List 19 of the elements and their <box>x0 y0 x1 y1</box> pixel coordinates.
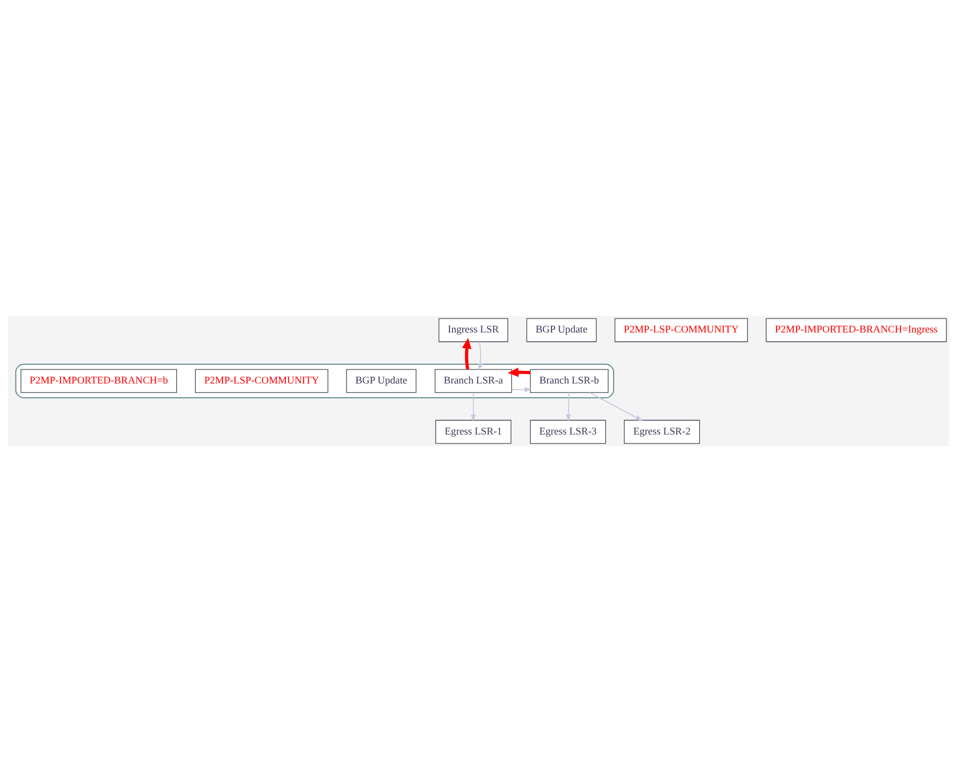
node-box: P2MP-LSP-COMMUNITY <box>195 368 328 392</box>
node-box: Ingress LSR <box>438 318 508 342</box>
arrow <box>511 386 532 392</box>
arrow <box>589 392 643 420</box>
node-box: P2MP-LSP-COMMUNITY <box>614 318 748 342</box>
node-box: Egress LSR-3 <box>530 419 606 444</box>
arrow <box>566 392 571 422</box>
node-box: Branch LSR-b <box>530 368 608 392</box>
node-box: P2MP-IMPORTED-BRANCH=Ingress <box>766 318 947 342</box>
node-box: Egress LSR-1 <box>435 419 512 444</box>
node-box: BGP Update <box>346 368 416 392</box>
arrow <box>462 337 472 370</box>
arrow <box>508 367 530 376</box>
node-box: Egress LSR-2 <box>624 419 700 444</box>
node-box: P2MP-IMPORTED-BRANCH=b <box>20 368 177 392</box>
arrow <box>470 392 476 422</box>
node-box: Branch LSR-a <box>434 368 512 392</box>
node-box: BGP Update <box>526 318 597 342</box>
arrow <box>478 340 483 370</box>
